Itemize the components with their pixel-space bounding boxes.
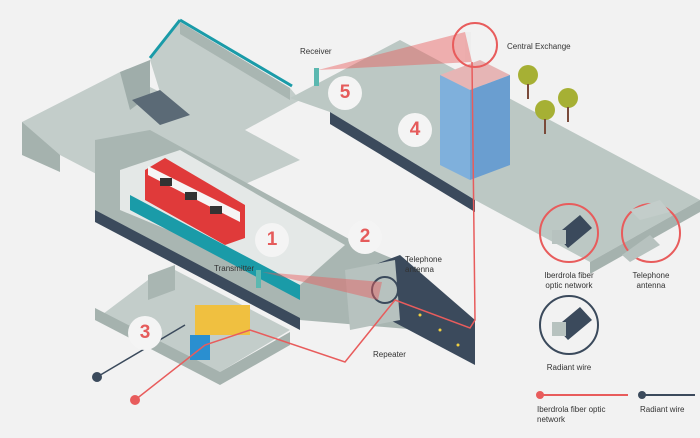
legend-icons	[536, 200, 695, 399]
transmitter-label: Transmitter	[214, 264, 255, 273]
equipment-room	[95, 265, 290, 385]
repeater-label: Repeater	[373, 350, 406, 359]
legend-line-radiant-label: Radiant wire	[640, 405, 685, 414]
legend-radiant-label: Radiant wire	[546, 363, 592, 372]
legend-antenna-label: Telephone antenna	[632, 271, 670, 290]
telephone-antenna-label: Telephone antenna	[405, 255, 442, 274]
central-exchange-label: Central Exchange	[507, 42, 571, 51]
upper-concourse	[22, 18, 300, 215]
step-2-badge: 2	[348, 220, 382, 254]
signal-beam-top	[318, 32, 472, 70]
central-exchange-building	[440, 32, 510, 180]
signal-beam-tunnel	[262, 272, 382, 300]
legend-line-fiber-label: Iberdrola fiber optic network	[537, 405, 606, 424]
fiber-line	[134, 61, 476, 401]
radiant-tunnel	[345, 255, 475, 365]
receiver-person	[314, 68, 319, 86]
step-4-badge: 4	[398, 113, 432, 147]
train	[145, 158, 245, 245]
radiant-line-endpoint	[92, 372, 102, 382]
transmitter-person	[256, 270, 261, 288]
step-3-badge: 3	[128, 316, 162, 350]
radiant-line	[96, 324, 186, 378]
antenna-highlight	[452, 22, 498, 68]
fiber-line-endpoint	[130, 395, 140, 405]
step-5-badge: 5	[328, 76, 362, 110]
step-1-badge: 1	[255, 223, 289, 257]
legend-fiber-label: Iberdrola fiber optic network	[544, 271, 594, 290]
receiver-label: Receiver	[300, 47, 332, 56]
trees	[518, 65, 578, 134]
